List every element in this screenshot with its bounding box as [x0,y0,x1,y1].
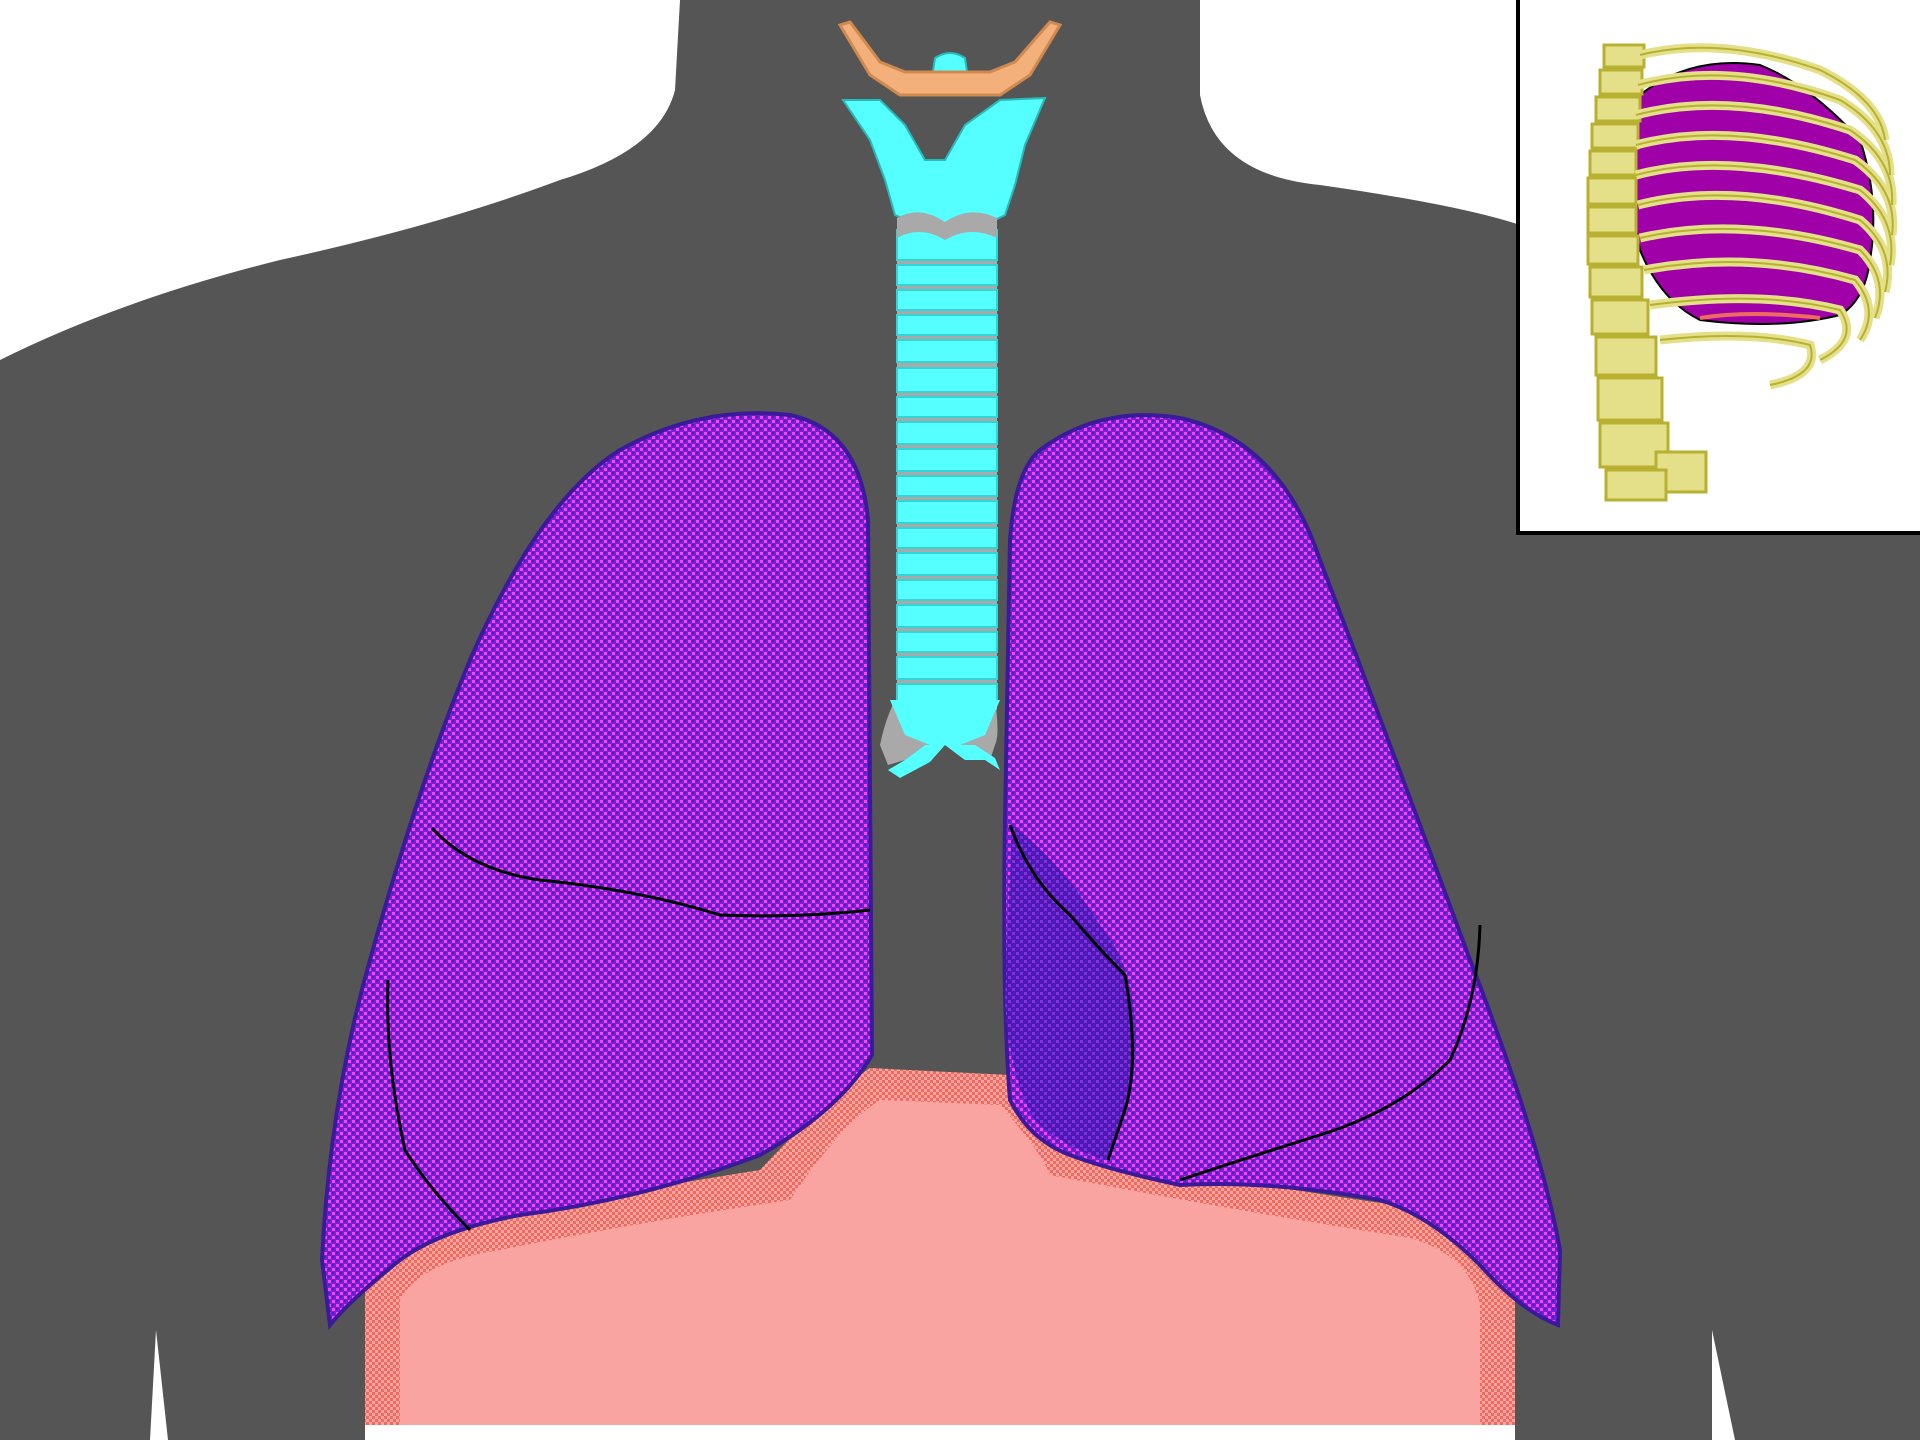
ribcage-inset [1516,0,1920,535]
ribcage-inset-drawing [1520,0,1920,535]
trachea [890,228,1000,745]
trachea-rings [897,230,997,704]
